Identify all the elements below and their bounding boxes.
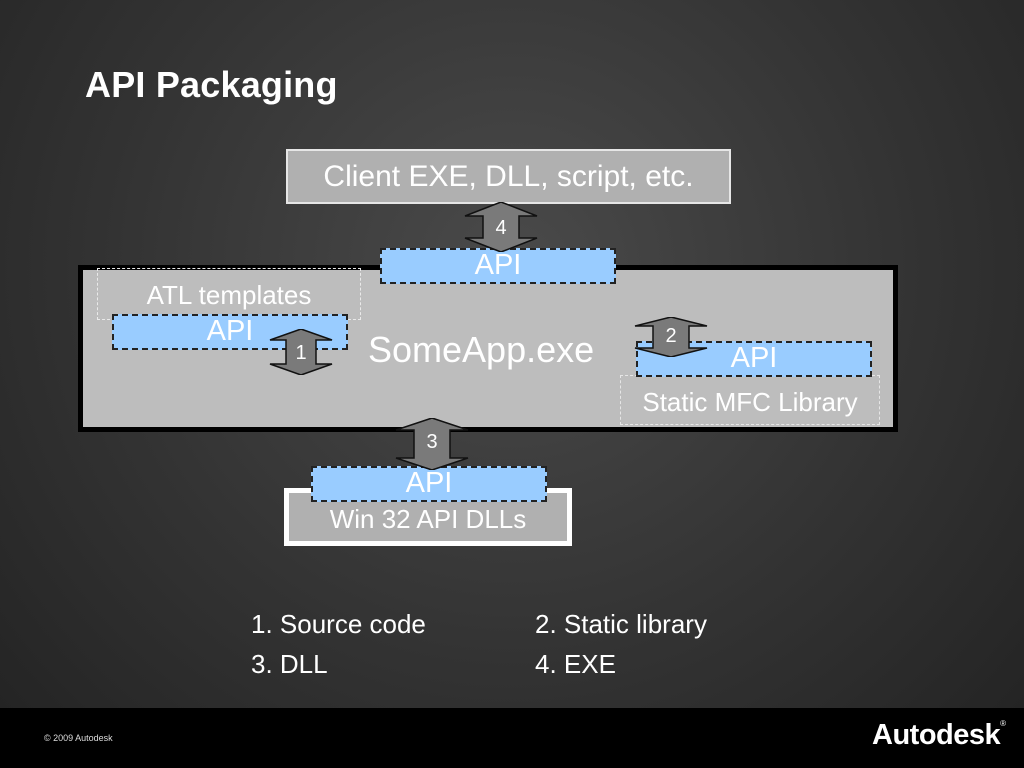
someapp-label: SomeApp.exe xyxy=(368,329,595,370)
legend-item-3: 3. DLL xyxy=(251,649,328,679)
api-exe: API xyxy=(380,248,616,284)
arrow-2-icon xyxy=(634,317,708,357)
legend-item-1: 1. Source code xyxy=(251,609,426,639)
legend-item-4: 4. EXE xyxy=(535,649,616,679)
brand-text: Autodesk xyxy=(872,719,1001,751)
win32-dll-label: Win 32 API DLLs xyxy=(329,504,527,534)
arrow-3-label: 3 xyxy=(426,431,438,453)
arrow-1-label: 1 xyxy=(295,342,307,364)
api-win32: API xyxy=(311,466,547,502)
brand-logo: Autodesk® xyxy=(872,719,1006,752)
arrow-1-icon xyxy=(269,329,333,375)
client-box: Client EXE, DLL, script, etc. xyxy=(286,149,731,204)
arrow-4-label: 4 xyxy=(495,217,507,239)
registered-mark: ® xyxy=(1000,719,1006,728)
client-label: Client EXE, DLL, script, etc. xyxy=(323,159,694,193)
legend-item-2: 2. Static library xyxy=(535,609,707,639)
arrow-2-label: 2 xyxy=(665,325,677,347)
arrow-3-icon xyxy=(395,418,469,470)
arrow-4-icon xyxy=(464,202,538,252)
page-title: API Packaging xyxy=(85,64,338,105)
copyright-text: © 2009 Autodesk xyxy=(44,733,113,743)
mfc-library-label: Static MFC Library xyxy=(642,387,858,417)
atl-templates-label: ATL templates xyxy=(146,280,312,310)
footer-bar xyxy=(0,708,1024,768)
